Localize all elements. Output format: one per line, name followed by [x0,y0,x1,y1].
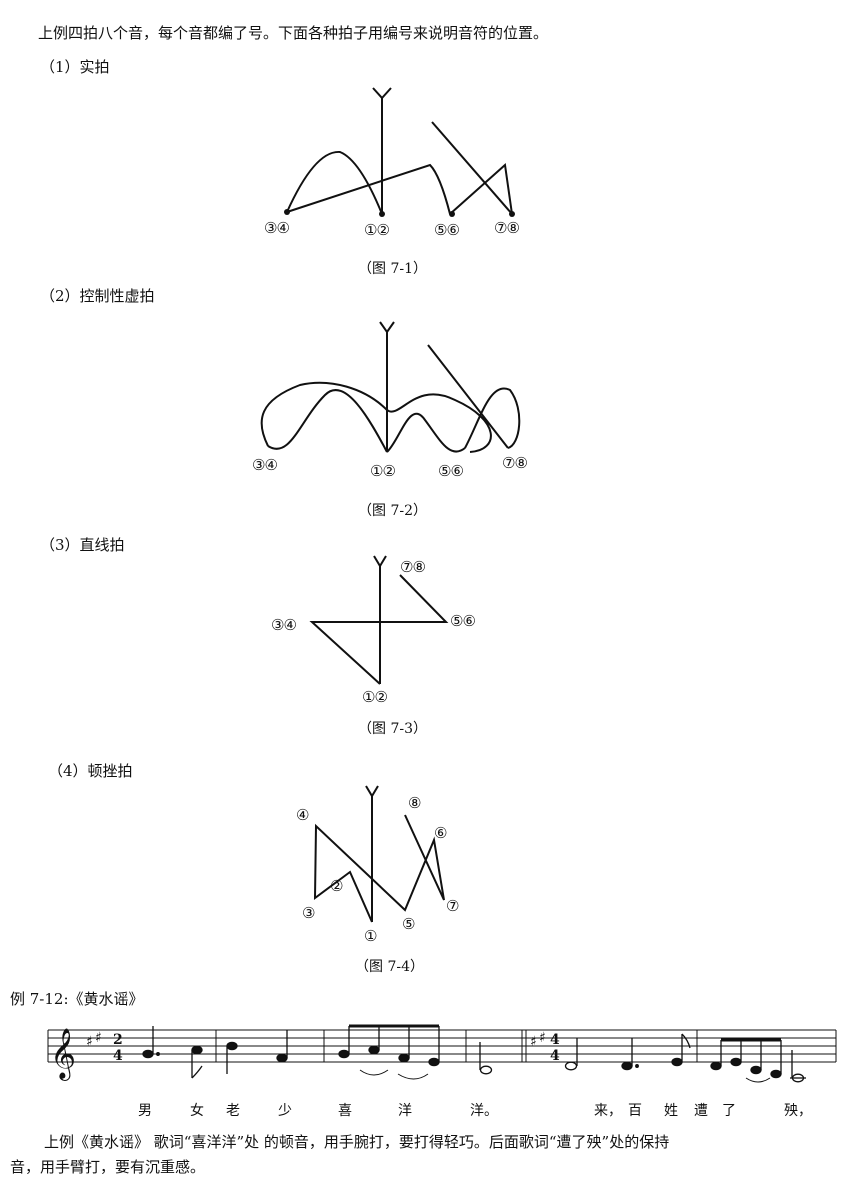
lyric-syllable: 了 [722,1103,736,1119]
figure-caption: （图 7-1） [358,261,427,277]
label-1-2: ①② [370,462,396,480]
beat-dot [449,211,455,217]
lyric-syllable: 来， [594,1103,622,1119]
treble-clef: 𝄞 [50,1028,76,1081]
lyric-syllable: 百 [628,1103,642,1119]
lyric-syllable: 洋。 [470,1103,498,1119]
key-sharp: ♯ [539,1030,546,1046]
note [671,1057,683,1067]
label-8: ⑧ [408,794,421,812]
label-3-4: ③④ [252,456,278,474]
beat-path-7-3 [309,555,449,685]
label-5-6: ⑤⑥ [434,221,460,239]
label-1: ① [364,927,377,945]
label-5-6: ⑤⑥ [450,612,476,630]
label-4: ④ [296,806,309,824]
figure-caption: （图 7-3） [358,721,427,737]
closing-line-1: 上例《黄水谣》 歌词“喜洋洋”处 的顿音，用手腕打，要打得轻巧。后面歌词“遭了殃… [44,1133,670,1151]
label-6: ⑥ [434,824,447,842]
lyric-syllable: 少 [278,1103,292,1119]
beat-path-7-4 [313,785,445,923]
figure-caption: （图 7-2） [358,503,427,519]
label-7-8: ⑦⑧ [502,454,528,472]
key-sharp: ♯ [95,1030,102,1046]
label-3: ③ [302,904,315,922]
lyric-syllable: 喜 [338,1103,352,1119]
example-title: 例 7-12:《黄水谣》 [10,990,144,1008]
time-sig-top: 4 [550,1032,560,1048]
lyric-syllable: 遭 [694,1103,708,1119]
label-1-2: ①② [364,221,390,239]
note [621,1061,633,1071]
note [564,1061,578,1071]
note [142,1049,154,1059]
lyric-syllable: 洋 [398,1103,412,1119]
beat-dot [284,209,290,215]
figure-caption: （图 7-4） [355,959,424,975]
note [710,1061,722,1071]
time-sig-bottom: 4 [550,1048,560,1064]
key-sharp: ♯ [530,1034,537,1050]
note [770,1069,782,1079]
lyric-syllable: 男 [138,1103,152,1119]
time-sig-bottom: 4 [113,1048,123,1064]
note [368,1045,380,1055]
note [276,1053,288,1063]
beat-dot [509,211,515,217]
label-1-2: ①② [362,688,388,706]
section-heading-controlled-beat: （2）控制性虚拍 [40,287,155,305]
section-heading-staccato-beat: （4）顿挫拍 [48,762,133,780]
lyric-syllable: 老 [226,1103,240,1119]
label-3-4: ③④ [264,219,290,237]
lyric-syllable: 姓 [664,1103,678,1119]
note [428,1057,440,1067]
beat-path-7-1 [286,87,513,215]
label-2: ② [330,877,343,895]
note [730,1057,742,1067]
lyric-syllable: 女 [190,1103,204,1119]
beat-dot [379,211,385,217]
note [226,1041,238,1051]
label-7-8: ⑦⑧ [400,558,426,576]
lyric-syllable: 殃， [784,1103,812,1119]
note [750,1065,762,1075]
time-sig-top: 2 [113,1032,123,1048]
label-3-4: ③④ [271,616,297,634]
section-heading-solid-beat: （1）实拍 [40,58,110,76]
closing-line-2: 音，用手臂打，要有沉重感。 [10,1158,206,1176]
section-heading-straight-beat: （3）直线拍 [40,536,125,554]
key-sharp: ♯ [86,1034,93,1050]
label-5-6: ⑤⑥ [438,462,464,480]
label-7-8: ⑦⑧ [494,219,520,237]
note [398,1053,410,1063]
beat-path-7-2 [260,321,521,453]
label-5: ⑤ [402,915,415,933]
intro-text: 上例四拍八个音，每个音都编了号。下面各种拍子用编号来说明音符的位置。 [38,24,549,42]
note [191,1045,203,1055]
note [479,1065,493,1075]
label-7: ⑦ [446,897,459,915]
note [338,1049,350,1059]
